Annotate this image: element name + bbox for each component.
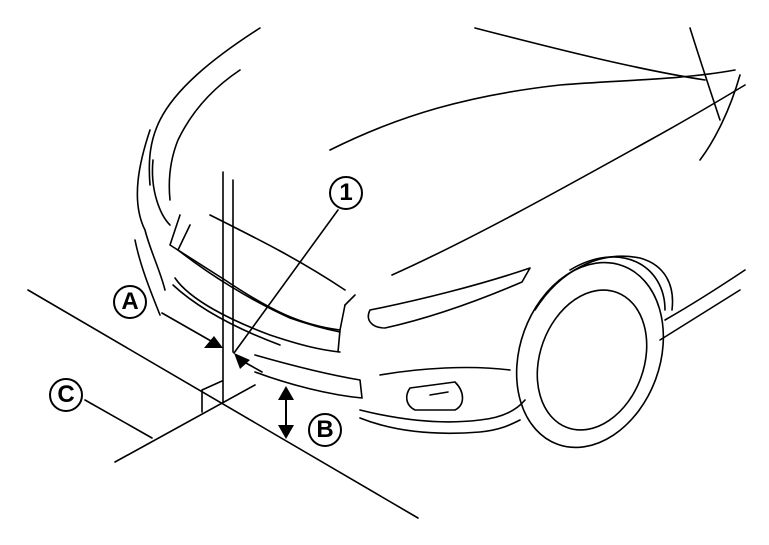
arrow-up-icon bbox=[278, 386, 294, 400]
arrow-a-icon bbox=[204, 336, 223, 348]
aiming-geometry bbox=[27, 171, 419, 519]
leader-1 bbox=[233, 209, 339, 354]
callout-1: 1 bbox=[329, 176, 363, 210]
callout-a: A bbox=[113, 285, 147, 319]
arrow-down-icon bbox=[278, 425, 294, 439]
callout-b: B bbox=[308, 413, 342, 447]
leader-a bbox=[161, 312, 219, 346]
ground-line-c bbox=[84, 399, 153, 439]
ground-line-front bbox=[27, 289, 419, 519]
arrow-1-icon bbox=[234, 353, 250, 369]
ground-box bbox=[201, 380, 223, 413]
callout-c: C bbox=[49, 378, 83, 412]
ground-line-cross bbox=[114, 384, 256, 463]
car-body-outline bbox=[134, 27, 746, 449]
